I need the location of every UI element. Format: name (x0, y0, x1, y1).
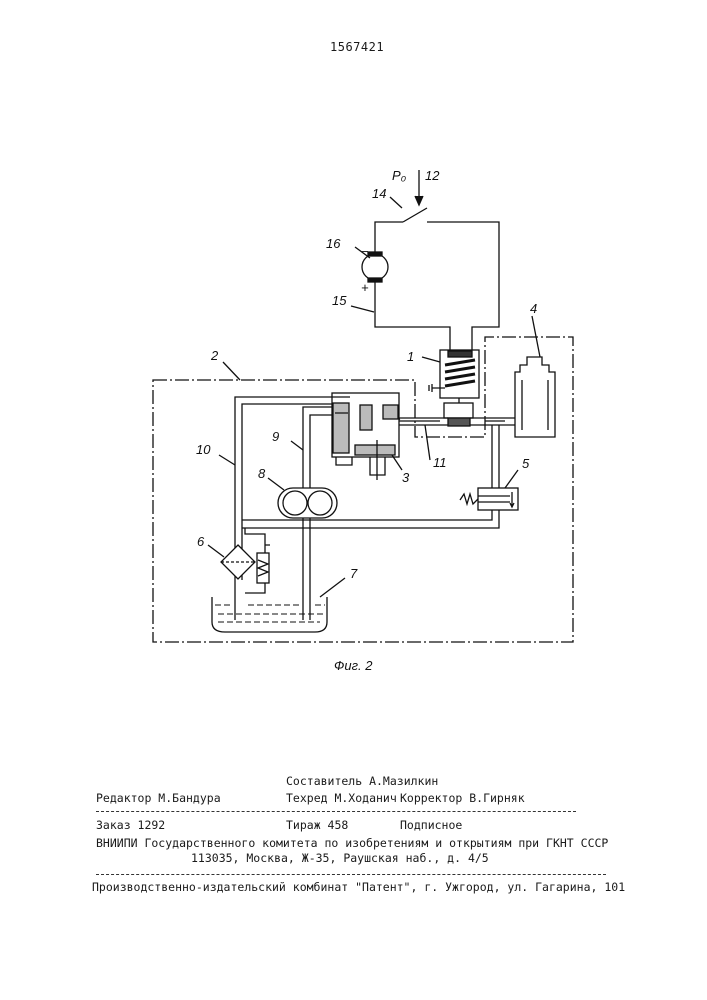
label-15: 15 (332, 293, 347, 308)
circulation: Тираж 458 (286, 818, 348, 832)
actuator-4 (515, 357, 555, 437)
editor: Редактор М.Бандура (96, 791, 221, 805)
label-1: 1 (407, 349, 414, 364)
divider (96, 811, 576, 812)
label-minus: − (361, 244, 369, 259)
label-2: 2 (210, 348, 219, 363)
label-8: 8 (258, 466, 266, 481)
label-10: 10 (196, 442, 211, 457)
label-3: 3 (402, 470, 410, 485)
address: 113035, Москва, Ж-35, Раушская наб., д. … (191, 851, 489, 865)
publisher: Производственно-издательский комбинат "П… (92, 880, 625, 894)
order: Заказ 1292 (96, 818, 165, 832)
label-p0: P₀ (392, 168, 407, 183)
organization: ВНИИПИ Государственного комитета по изоб… (96, 836, 608, 850)
label-5: 5 (522, 456, 530, 471)
label-12: 12 (425, 168, 440, 183)
techred: Техред М.Ходанич (286, 791, 397, 805)
hydraulic-diagram: P₀ 12 14 16 − + 15 4 1 2 10 9 8 3 11 5 6… (0, 0, 707, 700)
divider (96, 874, 606, 875)
label-plus: + (361, 280, 369, 295)
switch-14 (403, 208, 427, 222)
label-6: 6 (197, 534, 205, 549)
subscription: Подписное (400, 818, 462, 832)
corrector: Корректор В.Гирняк (400, 791, 525, 805)
label-16: 16 (326, 236, 341, 251)
figure-caption: Фиг. 2 (334, 658, 373, 673)
label-7: 7 (350, 566, 358, 581)
electric-circuit (375, 222, 499, 350)
label-4: 4 (530, 301, 537, 316)
compiler: Составитель А.Мазилкин (286, 774, 438, 788)
label-14: 14 (372, 186, 386, 201)
label-11: 11 (433, 455, 447, 470)
label-9: 9 (272, 429, 279, 444)
